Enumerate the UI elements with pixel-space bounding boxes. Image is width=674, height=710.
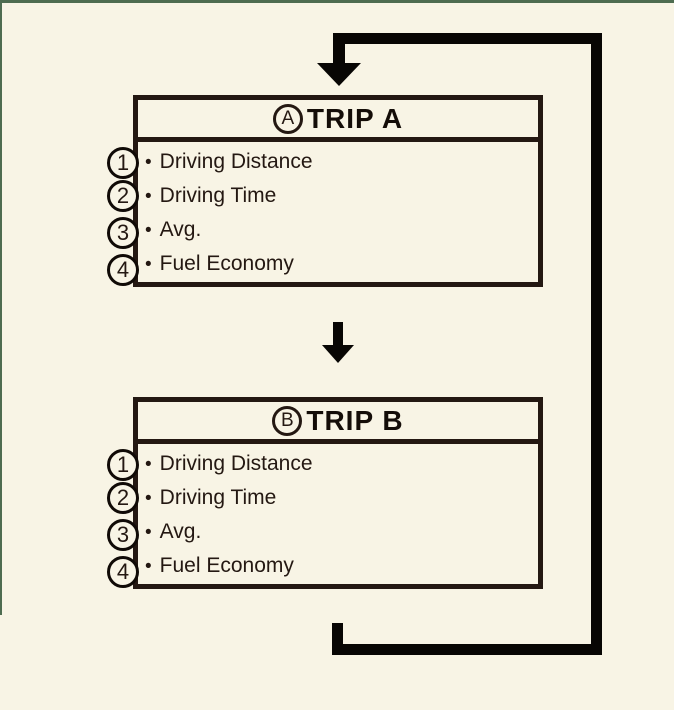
callout-number-label: 1 (116, 150, 130, 175)
trip-b-box: B TRIP B • Driving Distance • Driving Ti… (107, 397, 543, 589)
badge-b-label: B (281, 410, 294, 431)
callout-number-3: 3 (107, 217, 139, 249)
callout-number-label: 4 (116, 257, 130, 282)
item-label: Fuel Economy (159, 252, 294, 275)
loop-entry-segment (332, 623, 343, 653)
callout-number-label: 2 (116, 485, 130, 510)
item-label: Driving Distance (159, 150, 313, 173)
trip-b-body: • Driving Distance • Driving Time • Avg.… (138, 444, 538, 583)
bullet-icon: • (145, 555, 152, 577)
callout-number-3: 3 (107, 519, 139, 551)
loop-right-segment (591, 33, 602, 655)
trip-a-body: • Driving Distance • Driving Time • Avg.… (138, 142, 538, 281)
bullet-icon: • (145, 487, 152, 509)
trip-b-item-driving-time: • Driving Time (138, 481, 538, 515)
trip-a-item-driving-distance: • Driving Distance (138, 145, 538, 179)
down-arrow-head (322, 345, 354, 363)
trip-a-item-fuel-economy: • Fuel Economy (138, 247, 538, 281)
callout-number-1: 1 (107, 147, 139, 179)
callout-number-1: 1 (107, 449, 139, 481)
trip-a-item-driving-time: • Driving Time (138, 179, 538, 213)
trip-a-header: A TRIP A (138, 100, 538, 142)
loop-arrowhead-icon (317, 63, 361, 86)
bullet-icon: • (145, 253, 152, 275)
trip-b-title: TRIP B (306, 404, 404, 436)
page-edge-left (0, 0, 2, 615)
trip-b-item-driving-distance: • Driving Distance (138, 447, 538, 481)
bullet-icon: • (145, 151, 152, 173)
trip-a-title: TRIP A (306, 102, 404, 134)
badge-b-icon: B (272, 405, 303, 436)
badge-a-icon: A (272, 103, 303, 134)
trip-a-box: A TRIP A • Driving Distance • Driving Ti… (107, 95, 543, 287)
item-label: Driving Time (159, 184, 277, 207)
bullet-icon: • (145, 453, 152, 475)
bullet-icon: • (145, 219, 152, 241)
callout-number-label: 3 (116, 522, 130, 547)
callout-number-label: 4 (116, 559, 130, 584)
callout-number-2: 2 (107, 180, 139, 212)
callout-number-label: 3 (116, 220, 130, 245)
trip-b-item-fuel-economy: • Fuel Economy (138, 549, 538, 583)
item-label: Driving Time (159, 486, 277, 509)
callout-number-4: 4 (107, 556, 139, 588)
item-label: Avg. (159, 218, 202, 241)
trip-b-header: B TRIP B (138, 402, 538, 444)
down-arrow-icon (322, 322, 354, 363)
badge-a-label: A (281, 108, 295, 129)
callout-number-label: 2 (116, 183, 130, 208)
page-edge-top (0, 0, 674, 3)
loop-top-segment (333, 33, 602, 44)
loop-exit-segment (333, 33, 345, 65)
bullet-icon: • (145, 521, 152, 543)
loop-bottom-segment (332, 644, 602, 655)
trip-a-item-avg: • Avg. (138, 213, 538, 247)
item-label: Avg. (159, 520, 202, 543)
item-label: Driving Distance (159, 452, 313, 475)
item-label: Fuel Economy (159, 554, 294, 577)
callout-number-2: 2 (107, 482, 139, 514)
down-arrow-shaft (333, 322, 343, 346)
callout-number-label: 1 (116, 452, 130, 477)
bullet-icon: • (145, 185, 152, 207)
trip-b-item-avg: • Avg. (138, 515, 538, 549)
callout-number-4: 4 (107, 254, 139, 286)
